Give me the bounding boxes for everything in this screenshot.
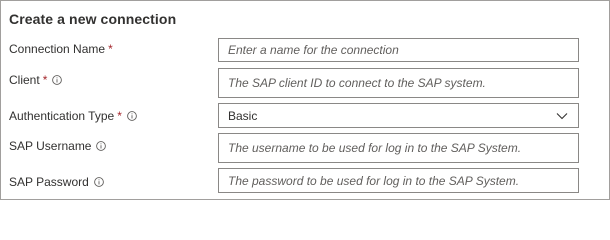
sap-password-label: SAP Password [9, 175, 104, 189]
chevron-down-icon [556, 112, 568, 119]
sap-username-label: SAP Username [9, 139, 107, 153]
client-label-text: Client [9, 73, 40, 87]
create-connection-panel: Create a new connection Connection Name … [0, 0, 610, 200]
sap-password-placeholder: The password to be used for log in to th… [228, 173, 520, 188]
connection-name-input[interactable]: Enter a name for the connection [218, 38, 579, 62]
authentication-type-value: Basic [228, 108, 258, 123]
info-icon[interactable] [127, 111, 137, 121]
authentication-type-label-text: Authentication Type [9, 109, 115, 123]
client-input[interactable]: The SAP client ID to connect to the SAP … [218, 68, 579, 98]
info-icon[interactable] [93, 177, 104, 187]
required-marker: * [108, 42, 113, 56]
sap-username-label-text: SAP Username [9, 139, 92, 153]
form-title: Create a new connection [9, 11, 177, 27]
info-icon[interactable] [96, 141, 107, 151]
authentication-type-label: Authentication Type * [9, 109, 137, 123]
connection-name-placeholder: Enter a name for the connection [228, 43, 399, 57]
client-placeholder: The SAP client ID to connect to the SAP … [228, 76, 486, 90]
info-icon[interactable] [52, 75, 63, 85]
connection-name-label: Connection Name * [9, 42, 113, 56]
connection-name-label-text: Connection Name [9, 42, 106, 56]
required-marker: * [117, 109, 122, 123]
sap-password-input[interactable]: The password to be used for log in to th… [218, 168, 579, 193]
required-marker: * [42, 73, 48, 87]
sap-password-label-text: SAP Password [9, 175, 89, 189]
client-label: Client * [9, 73, 63, 87]
sap-username-placeholder: The username to be used for log in to th… [228, 141, 522, 155]
sap-username-input[interactable]: The username to be used for log in to th… [218, 133, 579, 163]
authentication-type-select[interactable]: Basic [218, 103, 579, 128]
